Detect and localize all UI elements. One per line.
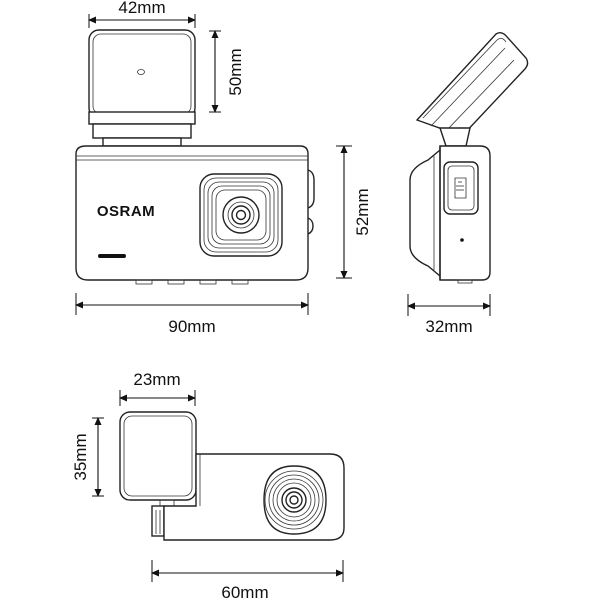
front-view: OSRAM 42mm 5 <box>75 0 372 336</box>
osram-logo: OSRAM <box>97 203 155 220</box>
label-23mm: 23mm <box>133 370 180 389</box>
mount-hole <box>137 69 145 75</box>
dim-top-body-length: 60mm <box>151 560 344 600</box>
label-42mm: 42mm <box>118 0 165 17</box>
label-52mm: 52mm <box>353 188 372 235</box>
dim-front-mount-width: 42mm <box>88 0 196 28</box>
label-90mm: 90mm <box>168 317 215 336</box>
dim-side-depth: 32mm <box>407 294 491 336</box>
dim-top-mount-height: 35mm <box>71 417 104 497</box>
status-led-bar <box>98 254 126 258</box>
top-view: 23mm 35mm 60mm <box>71 370 345 600</box>
top-lens <box>263 465 327 535</box>
label-35mm: 35mm <box>71 433 90 480</box>
front-mount <box>88 29 196 147</box>
dim-front-mount-height: 50mm <box>209 30 245 113</box>
label-32mm: 32mm <box>425 317 472 336</box>
side-mount <box>415 31 529 147</box>
dim-body-height: 52mm <box>336 145 372 279</box>
side-body <box>409 145 491 284</box>
label-60mm: 60mm <box>221 583 268 600</box>
dim-body-width: 90mm <box>75 293 309 336</box>
top-body <box>163 453 345 541</box>
dim-top-mount-width: 23mm <box>119 370 196 406</box>
sd-card-slot <box>443 161 479 215</box>
front-lens <box>199 173 283 257</box>
label-50mm: 50mm <box>226 48 245 95</box>
front-body: OSRAM <box>75 145 315 285</box>
side-view: 32mm <box>407 31 529 336</box>
mic-dot <box>460 238 464 242</box>
